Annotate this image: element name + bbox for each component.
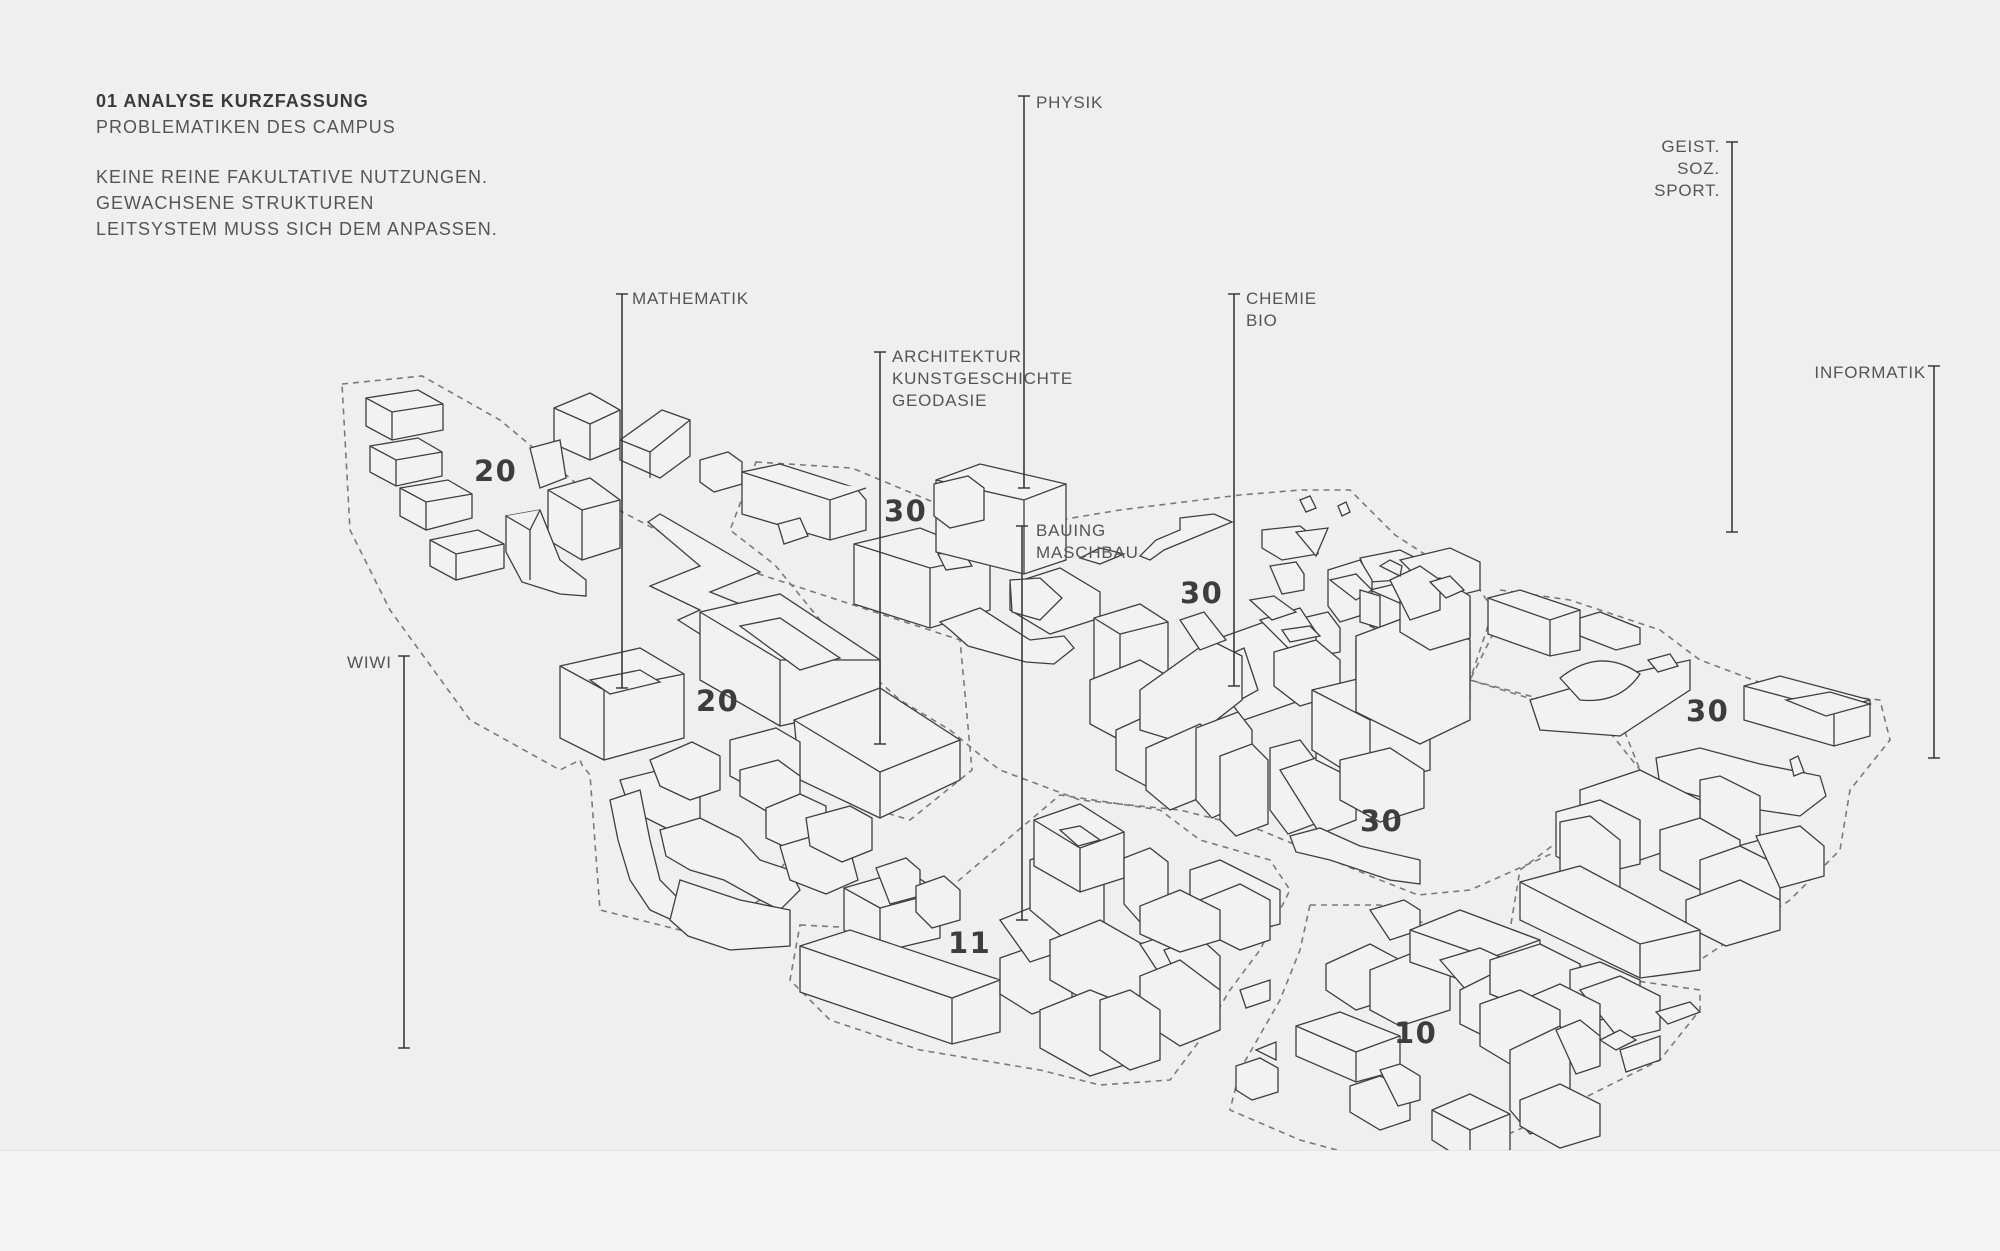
faculty-label-architektur-line-2: KUNSTGESCHICHTE xyxy=(892,369,1074,388)
faculty-label-architektur-line-1: ARCHITEKTUR xyxy=(892,347,1022,366)
analysis-line-1: KEINE REINE FAKULTATIVE NUTZUNGEN. xyxy=(96,167,489,187)
chemie-leader xyxy=(1228,293,1240,687)
faculty-label-geist-line-1: GEIST. xyxy=(1661,137,1720,156)
zone-number-30-east: 30 xyxy=(1686,694,1730,728)
faculty-label-bauing-line-2: MASCHBAU xyxy=(1036,543,1139,562)
faculty-label-informatik: INFORMATIK xyxy=(1814,363,1926,382)
zone-number-11: 11 xyxy=(948,926,992,960)
informatik-leader xyxy=(1928,365,1940,759)
faculty-label-chemie: CHEMIE BIO xyxy=(1246,288,1317,332)
analysis-line-3: LEITSYSTEM MUSS SICH DEM ANPASSEN. xyxy=(96,219,498,239)
faculty-label-chemie-line-1: CHEMIE xyxy=(1246,289,1317,308)
architektur-leader xyxy=(874,351,886,745)
leader-lines xyxy=(398,95,1940,1049)
analysis-summary: 01 ANALYSE KURZFASSUNG PROBLEMATIKEN DES… xyxy=(96,88,498,242)
wiwi-leader xyxy=(398,655,410,1049)
faculty-label-bauing-line-1: BAUING xyxy=(1036,521,1106,540)
footer-strip xyxy=(0,1150,2000,1251)
analysis-title: 01 ANALYSE KURZFASSUNG xyxy=(96,91,369,111)
analysis-subtitle: PROBLEMATIKEN DES CAMPUS xyxy=(96,117,396,137)
faculty-label-geist-line-2: SOZ. xyxy=(1677,159,1720,178)
geist-leader xyxy=(1726,141,1738,533)
zone-number-20-south: 20 xyxy=(696,684,740,718)
faculty-label-chemie-line-2: BIO xyxy=(1246,311,1278,330)
faculty-label-architektur: ARCHITEKTUR KUNSTGESCHICHTE GEODASIE xyxy=(892,346,1073,412)
zone-number-30-center: 30 xyxy=(1180,576,1224,610)
faculty-label-geist: GEIST. SOZ. SPORT. xyxy=(1600,136,1720,202)
mathematik-leader xyxy=(616,293,628,689)
zone-outline-center xyxy=(729,461,1641,896)
faculty-label-mathematik: MATHEMATIK xyxy=(632,289,749,308)
faculty-label-architektur-line-3: GEODASIE xyxy=(892,391,988,410)
zone-number-30-south: 30 xyxy=(1360,804,1404,838)
bauing-leader xyxy=(1016,525,1028,921)
faculty-label-wiwi: WIWI xyxy=(347,653,392,672)
faculty-label-physik: PHYSIK xyxy=(1036,93,1104,112)
zone-number-20-north: 20 xyxy=(474,454,518,488)
zone-number-30-northwest: 30 xyxy=(884,494,928,528)
building-masses xyxy=(365,389,1873,1165)
zone-number-10: 10 xyxy=(1394,1016,1438,1050)
physik-leader xyxy=(1018,95,1030,489)
analysis-line-2: GEWACHSENE STRUKTUREN xyxy=(96,193,375,213)
faculty-label-bauing: BAUING MASCHBAU xyxy=(1036,520,1139,564)
faculty-label-geist-line-3: SPORT. xyxy=(1654,181,1720,200)
